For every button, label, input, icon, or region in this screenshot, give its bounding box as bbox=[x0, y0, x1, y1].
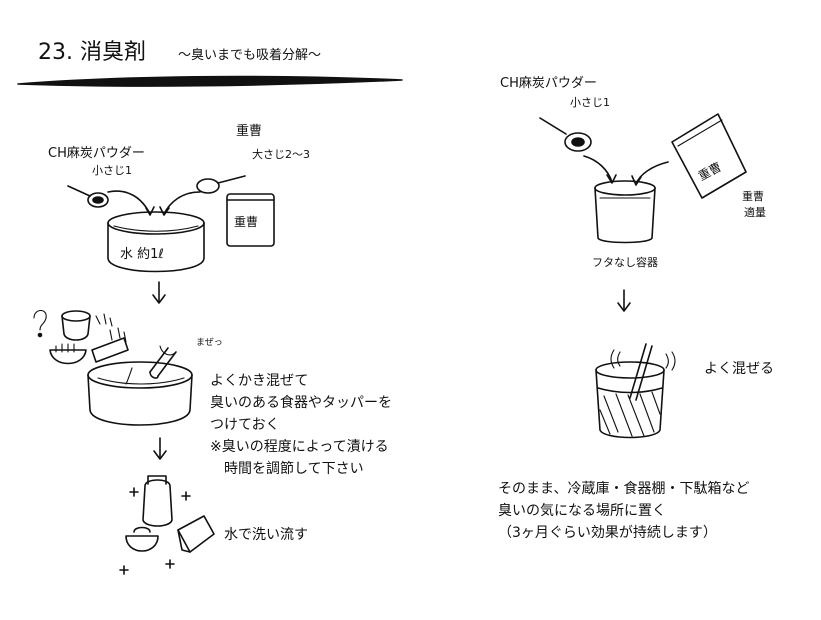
bag-label: 重曹 bbox=[696, 160, 724, 184]
spoon-icon bbox=[67, 185, 109, 208]
sparkle-icon bbox=[181, 491, 191, 501]
container-icon bbox=[595, 361, 665, 439]
powder-amount: 小さじ1 bbox=[92, 164, 132, 177]
cup-icon bbox=[142, 475, 173, 527]
step-rinse-text: 水で洗い流す bbox=[224, 527, 308, 543]
sparkle-icon bbox=[119, 565, 129, 575]
soda-bag-icon bbox=[226, 193, 275, 247]
bowl-label: 水 約1ℓ bbox=[120, 247, 164, 262]
down-arrow-icon bbox=[617, 289, 631, 312]
down-arrow-icon bbox=[152, 281, 166, 304]
powder-label: CH麻炭パウダー bbox=[500, 76, 597, 91]
container-icon bbox=[594, 180, 656, 244]
bowl-icon bbox=[87, 361, 193, 426]
step-mix-text: よく混ぜる bbox=[704, 361, 774, 377]
powder-label: CH麻炭パウダー bbox=[48, 146, 145, 161]
spoon-icon bbox=[539, 117, 592, 152]
powder-amount: 小さじ1 bbox=[570, 96, 610, 109]
container-label: フタなし容器 bbox=[592, 256, 658, 269]
soda-label: 重曹 bbox=[236, 124, 263, 139]
cup-icon bbox=[125, 526, 159, 552]
sparkle-icon bbox=[165, 559, 175, 569]
cup-icon bbox=[61, 310, 91, 341]
step-soak-text: よくかき混ぜて 臭いのある食器やタッパーを つけておく ※臭いの程度によって漬け… bbox=[210, 373, 392, 477]
title-underline bbox=[17, 75, 403, 87]
sparkle-icon bbox=[129, 487, 139, 497]
step-place-text: そのまま、冷蔵庫・食器棚・下駄箱など 臭いの気になる場所に置く （3ヶ月ぐらい効… bbox=[498, 481, 750, 541]
spoon-icon bbox=[196, 175, 246, 194]
soda-label: 重曹 bbox=[742, 190, 764, 203]
bowl-icon bbox=[107, 211, 205, 273]
bag-label: 重曹 bbox=[234, 215, 258, 229]
down-arrow-icon bbox=[153, 437, 167, 460]
soda-amount: 大さじ2～3 bbox=[252, 148, 310, 161]
page-subtitle: ～臭いまでも吸着分解～ bbox=[178, 48, 322, 63]
page-title: 23. 消臭剤 bbox=[38, 40, 146, 65]
soda-bag-icon bbox=[671, 113, 747, 199]
soda-amount: 適量 bbox=[744, 206, 766, 219]
mix-sfx: まぜっ bbox=[196, 337, 223, 348]
